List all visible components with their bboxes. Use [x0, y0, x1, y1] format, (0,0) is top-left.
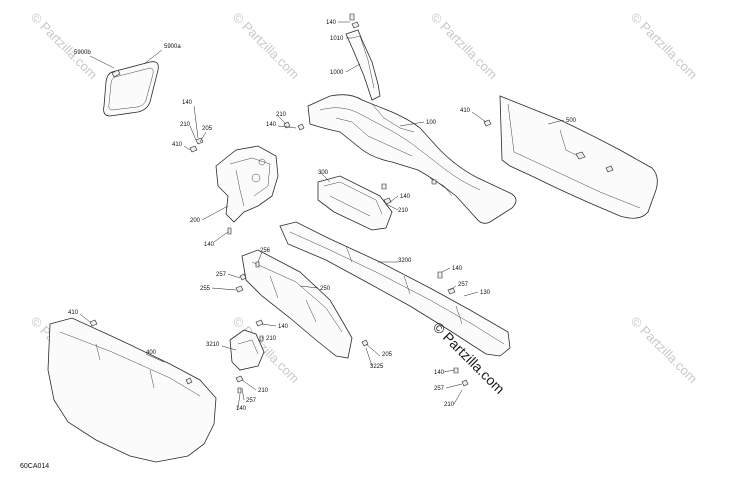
callout-410: 410: [68, 310, 79, 316]
callout-3200: 3200: [398, 258, 412, 264]
watermark: © Partzilla.com: [428, 10, 501, 83]
part-300-tray: [317, 175, 393, 231]
callout-257: 257: [246, 398, 257, 404]
callout-410: 410: [460, 108, 471, 114]
callout-3225: 3225: [370, 364, 384, 370]
callout-205: 205: [202, 126, 213, 132]
callout-100: 100: [426, 120, 437, 126]
callout-257: 257: [434, 386, 445, 392]
callout-210: 210: [398, 208, 409, 214]
part-250-side-panel: [235, 249, 353, 359]
diagram-code: 60CA014: [20, 463, 49, 470]
callout-labels: 5900b 5900a 140 1010 1000 410 500 140 21…: [68, 20, 577, 412]
callout-210: 210: [180, 122, 191, 128]
callout-300: 300: [318, 170, 329, 176]
callout-5900a: 5900a: [164, 44, 181, 50]
callout-140: 140: [434, 370, 445, 376]
callout-255: 255: [200, 286, 211, 292]
callout-1000: 1000: [330, 70, 344, 76]
callout-210: 210: [444, 402, 455, 408]
callout-250: 250: [320, 286, 331, 292]
callout-140: 140: [236, 406, 247, 412]
part-500-right-panel: [483, 95, 658, 219]
callout-410: 410: [172, 142, 183, 148]
callout-140: 140: [452, 266, 463, 272]
callout-257: 257: [216, 272, 227, 278]
callout-205: 205: [382, 352, 393, 358]
callout-140: 140: [326, 20, 337, 26]
part-3210-bracket: [229, 319, 469, 394]
part-3200-rail: [279, 221, 511, 357]
callout-140: 140: [278, 324, 289, 330]
watermark: © Partzilla.com: [628, 10, 701, 83]
callout-1010: 1010: [330, 36, 344, 42]
callout-210: 210: [258, 388, 269, 394]
callout-140: 140: [266, 122, 277, 128]
watermark: © Partzilla.com: [230, 10, 303, 83]
watermark: © Partzilla.com: [28, 10, 101, 83]
callout-130: 130: [480, 290, 491, 296]
part-1000-bracket: [345, 13, 381, 101]
callout-400: 400: [146, 350, 157, 356]
callout-5900b: 5900b: [74, 50, 91, 56]
callout-3210: 3210: [206, 342, 220, 348]
callout-200: 200: [190, 218, 201, 224]
leader-lines: [79, 21, 565, 409]
part-400-left-panel: [47, 317, 217, 463]
callout-210: 210: [266, 336, 277, 342]
callout-140: 140: [182, 100, 193, 106]
callout-140: 140: [400, 194, 411, 200]
callout-140: 140: [204, 242, 215, 248]
callout-210: 210: [276, 112, 287, 118]
part-5900-mirror: [103, 61, 159, 117]
watermark: © Partzilla.com: [628, 314, 701, 387]
part-200-bracket: [189, 121, 305, 235]
part-100-console: [307, 94, 517, 224]
callout-256: 256: [260, 248, 271, 254]
callout-500: 500: [566, 118, 577, 124]
callout-257: 257: [458, 282, 469, 288]
